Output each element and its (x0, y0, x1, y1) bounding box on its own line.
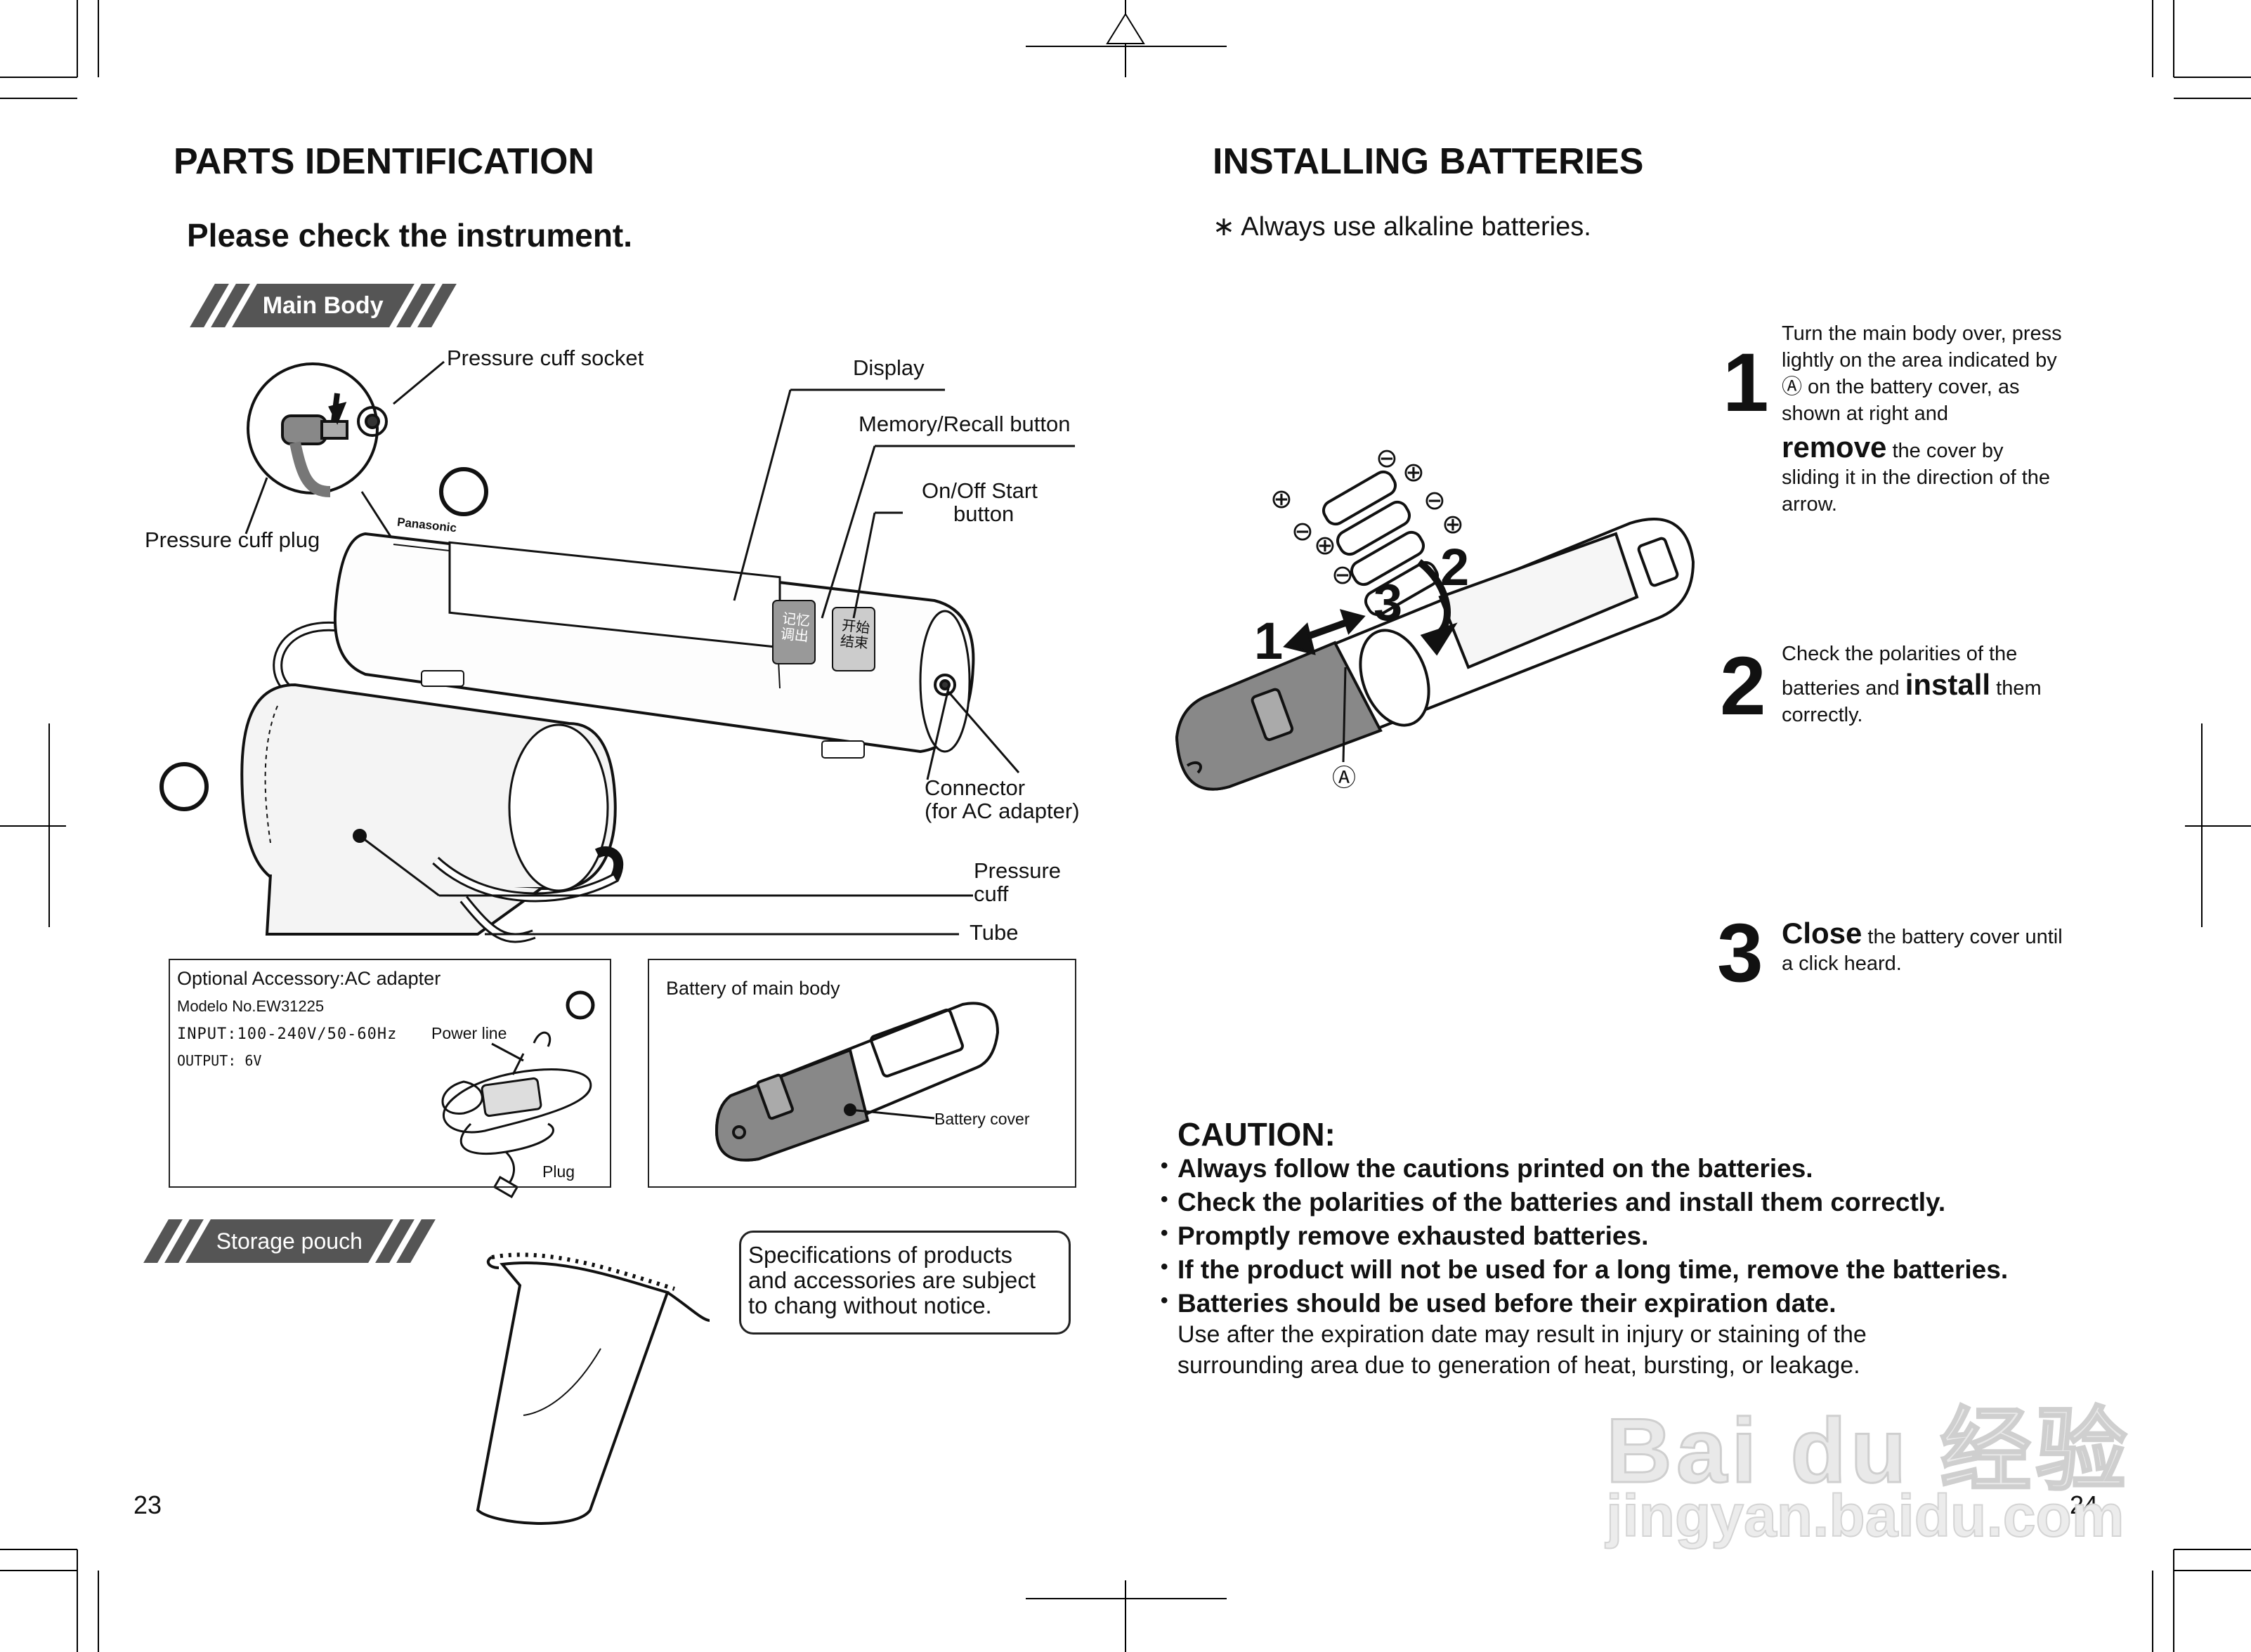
label-connector: Connector (for AC adapter) (925, 775, 1080, 823)
page-number-left: 23 (133, 1490, 162, 1519)
label-pressure-cuff-plug: Pressure cuff plug (145, 527, 320, 552)
caution-title: CAUTION: (1177, 1116, 1336, 1153)
label-connector-line1: Connector (925, 775, 1026, 800)
label-display: Display (853, 355, 925, 380)
label-memory-recall-button: Memory/Recall button (859, 412, 1071, 436)
step-1-rest2: sliding it in the direction of the (1782, 466, 2051, 489)
step-2-line1: Check the polarities of the (1782, 643, 2018, 665)
page-number-right: 24 (2070, 1490, 2099, 1519)
caution-detail: Use after the expiration date may result… (1177, 1319, 1867, 1381)
step-1-text: Turn the main body over, press lightly o… (1782, 320, 2147, 518)
step-3-text: Close the battery cover until a click he… (1782, 917, 2147, 977)
step-3-number: 3 (1717, 907, 1763, 999)
label-onoff-line1: On/Off Start (922, 478, 1038, 503)
diagram-step3: 3 (1374, 573, 1403, 631)
step-3-emph: Close (1782, 917, 1862, 950)
battery-unit-illustration (715, 1002, 1000, 1162)
tag-main-body: Main Body (190, 284, 457, 327)
label-pressure-cuff-socket: Pressure cuff socket (447, 346, 644, 370)
tag-storage-pouch-label: Storage pouch (216, 1228, 363, 1254)
step-1-number: 1 (1723, 336, 1769, 429)
step-1-line1: Turn the main body over, press (1782, 322, 2062, 345)
caution-detail-line2: surrounding area due to generation of he… (1177, 1352, 1860, 1379)
accessory-plug-label: Plug (542, 1162, 575, 1181)
device-memory-button-text: 记忆 调出 (779, 611, 811, 645)
step-1-line2: lightly on the area indicated by (1782, 349, 2057, 372)
accessory-output: OUTPUT: 6V (177, 1052, 262, 1069)
polarity-minus-1: ⊖ (1291, 517, 1314, 546)
accessory-model: Modelo No.EW31225 (177, 997, 325, 1015)
label-tube: Tube (970, 920, 1019, 945)
spec-note-line3: to chang without notice. (748, 1292, 992, 1318)
page-subtitle: Please check the instrument. (187, 217, 633, 254)
polarity-minus-4: ⊖ (1423, 486, 1446, 516)
device-start-button-text: 开始 结束 (839, 618, 871, 652)
label-onoff-start: On/Off Start button (922, 478, 1038, 526)
caution-list: Always follow the cautions printed on th… (1161, 1149, 2144, 1320)
polarity-minus-3: ⊖ (1376, 444, 1398, 473)
step-2-emph: install (1905, 668, 1991, 701)
step-3-line2: a click heard. (1782, 952, 1902, 975)
caution-item: Always follow the cautions printed on th… (1161, 1149, 2144, 1186)
caution-item: Promptly remove exhausted batteries. (1161, 1217, 2144, 1253)
step-2-number: 2 (1720, 640, 1766, 733)
caution-item: Check the polarities of the batteries an… (1161, 1183, 2144, 1219)
step-1-rest3: arrow. (1782, 493, 1837, 516)
spec-note-line1: Specifications of products (748, 1242, 1013, 1268)
page-title-batteries: INSTALLING BATTERIES (1213, 141, 1644, 182)
alkaline-note: ∗ Always use alkaline batteries. (1213, 212, 1591, 242)
label-onoff-line2: button (953, 501, 1014, 526)
step-2-pre: batteries and (1782, 677, 1905, 700)
step-1-line4: shown at right and (1782, 402, 1948, 425)
spec-note-box: Specifications of products and accessori… (739, 1231, 1071, 1335)
step-2-post: them (1990, 677, 2042, 700)
step-2-line3: correctly. (1782, 704, 1863, 726)
baidu-watermark-url: jingyan.baidu.com (1605, 1482, 2125, 1549)
step-1-line3: Ⓐ on the battery cover, as (1782, 376, 2020, 398)
baidu-watermark-logo: Bai du 经验 (1605, 1398, 2132, 1503)
step-1-rest1: the cover by (1886, 440, 2004, 462)
polarity-minus-2: ⊖ (1331, 560, 1354, 590)
accessory-input: INPUT:100-240V/50-60Hz (177, 1025, 398, 1043)
diagram-step2: 2 (1440, 538, 1470, 596)
tag-storage-pouch: Storage pouch (143, 1219, 436, 1263)
ac-adapter-illustration (441, 990, 595, 1198)
label-pressure-cuff-line2: cuff (974, 881, 1009, 906)
diagram-step1: 1 (1254, 612, 1284, 670)
battery-box (648, 959, 1076, 1188)
step-2-text: Check the polarities of the batteries an… (1782, 641, 2147, 728)
label-pressure-cuff-line1: Pressure (974, 858, 1062, 883)
label-pressure-cuff: Pressure cuff (974, 858, 1062, 906)
storage-pouch-illustration (476, 1252, 710, 1525)
polarity-plus-1: ⊕ (1270, 485, 1293, 514)
accessory-power-line-label: Power line (431, 1024, 507, 1042)
step-1-emph: remove (1782, 431, 1887, 464)
accessory-title: Optional Accessory:AC adapter (177, 968, 441, 989)
caution-item: If the product will not be used for a lo… (1161, 1250, 2144, 1287)
battery-box-title: Battery of main body (666, 978, 840, 999)
caution-item: Batteries should be used before their ex… (1161, 1284, 2144, 1320)
label-connector-line2: (for AC adapter) (925, 798, 1080, 823)
battery-install-diagram (1175, 470, 1695, 791)
tag-main-body-label: Main Body (263, 291, 384, 319)
polarity-plus-3: ⊕ (1402, 458, 1425, 487)
spec-note-line2: and accessories are subject (748, 1267, 1036, 1293)
step-3-post: the battery cover until (1862, 926, 2063, 948)
page-title-parts: PARTS IDENTIFICATION (174, 141, 594, 182)
polarity-plus-2: ⊕ (1314, 531, 1336, 560)
diagram-point-a: Ⓐ (1332, 765, 1356, 792)
polarity-plus-4: ⊕ (1442, 510, 1464, 539)
accessory-box (169, 959, 611, 1188)
caution-detail-line1: Use after the expiration date may result… (1177, 1321, 1867, 1348)
monitor-illustration (159, 360, 1075, 943)
battery-cover-label: Battery cover (934, 1110, 1030, 1128)
